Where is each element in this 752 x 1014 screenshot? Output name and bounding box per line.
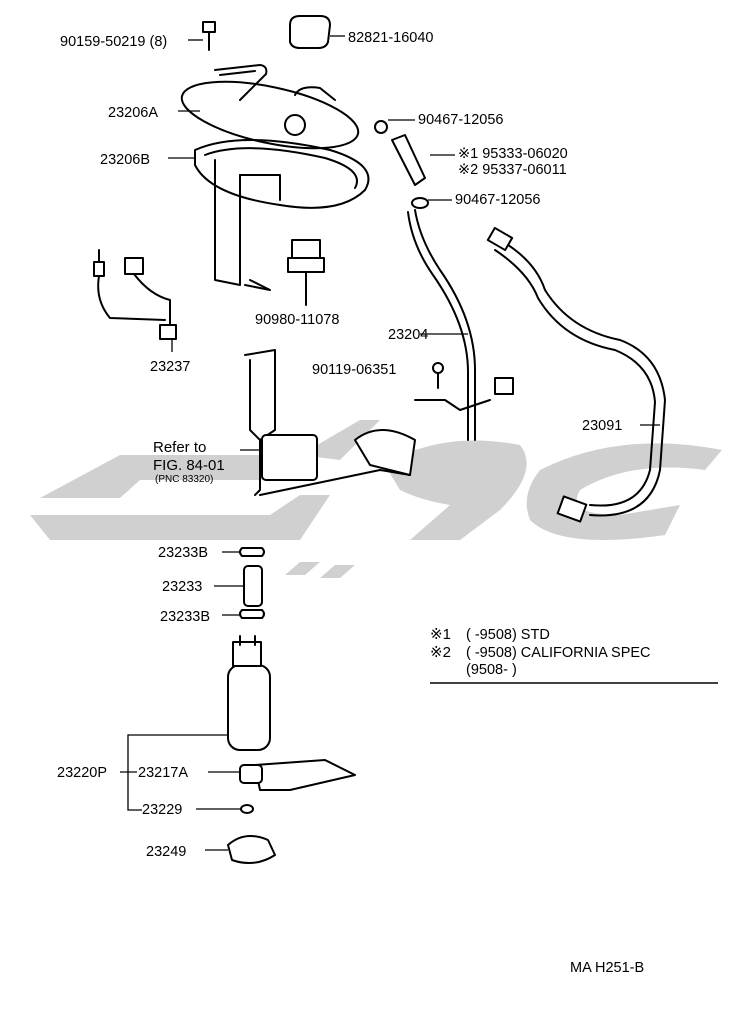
o-ring <box>196 804 254 814</box>
label-pump: 23220P <box>57 765 107 781</box>
label-refer-line2: FIG. 84-01 <box>153 457 225 474</box>
label-clip-top: 90467-12056 <box>418 112 503 128</box>
label-sensor: 90980-11078 <box>255 312 339 328</box>
label-cap: 82821-16040 <box>348 30 433 46</box>
note2-text: ( -9508) CALIFORNIA SPEC <box>466 645 651 661</box>
label-cushion: 23249 <box>146 844 186 860</box>
note1-text: ( -9508) STD <box>466 627 550 643</box>
wire-harness <box>93 249 177 352</box>
watermark-logo <box>30 420 722 578</box>
fuel-tube <box>407 209 514 441</box>
label-clip-bottom: 90467-12056 <box>455 192 540 208</box>
pump-bracket-assembly <box>168 64 370 291</box>
label-clamp-bottom: 23233B <box>160 609 210 625</box>
fuel-hose <box>486 226 666 523</box>
note3-text: (9508- ) <box>466 662 517 678</box>
figure-code: MA H251-B <box>570 960 644 976</box>
bolt-part <box>188 21 216 51</box>
label-refer-line3: (PNC 83320) <box>155 474 213 485</box>
fuel-pump <box>120 635 271 811</box>
screw-part <box>432 362 444 389</box>
cap-part <box>289 15 345 49</box>
label-tube: 23204 <box>388 327 428 343</box>
note1-mark: ※1 <box>430 626 451 643</box>
label-hose: 23091 <box>582 418 622 434</box>
sensor-connector <box>287 239 325 306</box>
label-plate: 23206A <box>108 105 158 121</box>
label-ring: 23229 <box>142 802 182 818</box>
label-tube-23233: 23233 <box>162 579 202 595</box>
sender-bracket <box>240 349 416 496</box>
label-gasket: 23206B <box>100 152 150 168</box>
hose-clamps <box>214 547 265 619</box>
spec-notes: ※1 ( -9508) STD ※2 ( -9508) CALIFORNIA S… <box>430 626 718 684</box>
fuel-filter <box>208 759 356 791</box>
pump-cushion <box>205 835 276 865</box>
label-clamp-top: 23233B <box>158 545 208 561</box>
label-hose-note1: ※1 95333-06020 <box>458 146 568 162</box>
label-filter: 23217A <box>138 765 188 781</box>
label-screw: 90119-06351 <box>312 362 396 378</box>
label-refer-line1: Refer to <box>153 439 206 456</box>
hose-clip-assembly <box>374 119 455 209</box>
label-hose-note2: ※2 95337-06011 <box>458 162 567 178</box>
note2-mark: ※2 <box>430 644 451 661</box>
label-wire: 23237 <box>150 359 190 375</box>
label-bolt: 90159-50219 (8) <box>60 34 167 50</box>
